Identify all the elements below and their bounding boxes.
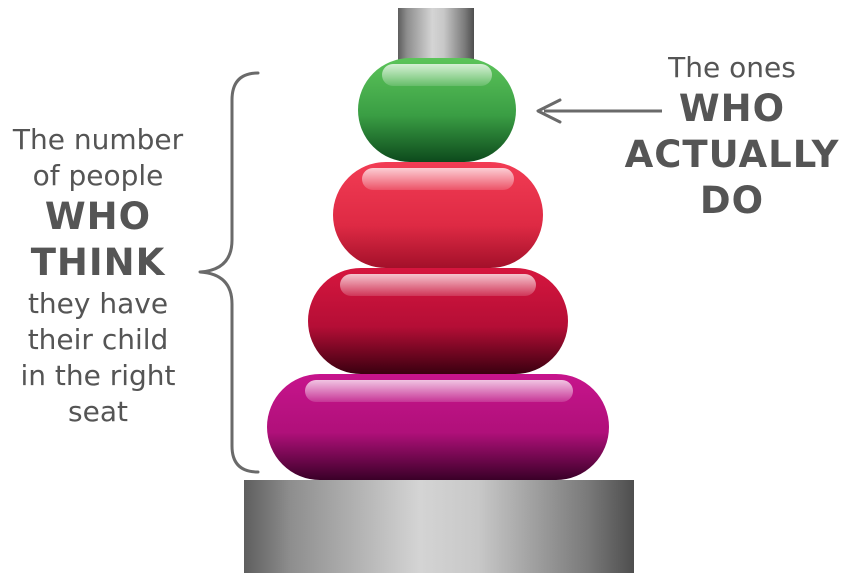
left-emphasis-1: WHO [0,194,196,240]
left-line-1: The number [0,122,196,158]
left-emphasis-2: THINK [0,240,196,286]
left-line-2: of people [0,158,196,194]
right-emphasis-3: DO [612,178,852,224]
curly-brace [200,73,258,472]
right-caption: The ones WHO ACTUALLY DO [612,50,852,224]
ring-top [358,58,516,162]
left-line-4: their child [0,322,196,358]
right-line-1: The ones [612,50,852,86]
ring-third [308,268,568,374]
right-emphasis-2: ACTUALLY [612,132,852,178]
ring-second [333,162,543,268]
left-line-3: they have [0,286,196,322]
left-line-5: in the right [0,358,196,394]
pole-base [244,480,634,573]
right-emphasis-1: WHO [612,86,852,132]
left-caption: The number of people WHO THINK they have… [0,122,196,430]
left-line-6: seat [0,394,196,430]
ring-bottom [267,374,609,480]
